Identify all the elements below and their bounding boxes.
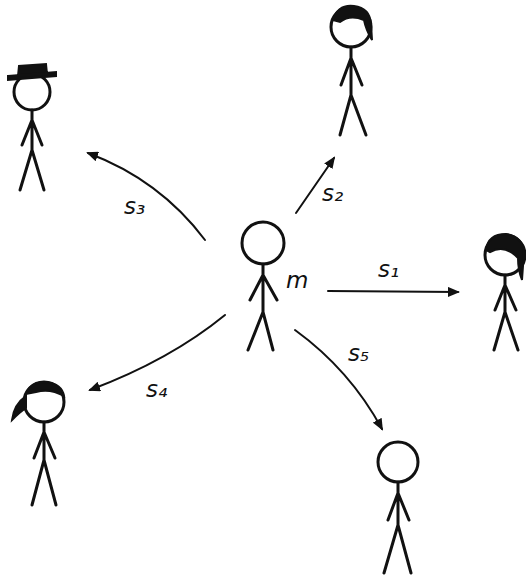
ponytail-figure (24, 382, 64, 505)
arrow-label: s₅ (348, 341, 369, 366)
bottom-figure (378, 442, 418, 573)
arrow (295, 330, 382, 429)
arrow-label: s₂ (322, 181, 343, 206)
arrow-label: s₃ (124, 194, 145, 219)
right-figure (485, 235, 525, 350)
hat (8, 64, 56, 80)
hair (486, 234, 524, 280)
hair (333, 6, 372, 40)
ponytail (12, 382, 64, 420)
arrow-label: s₄ (146, 377, 167, 402)
arrow-label: s₁ (378, 257, 399, 282)
arrow (328, 291, 458, 292)
hat-figure (14, 74, 50, 190)
mass-label: m (286, 268, 308, 293)
arrow (88, 153, 205, 240)
center-figure (242, 222, 284, 350)
